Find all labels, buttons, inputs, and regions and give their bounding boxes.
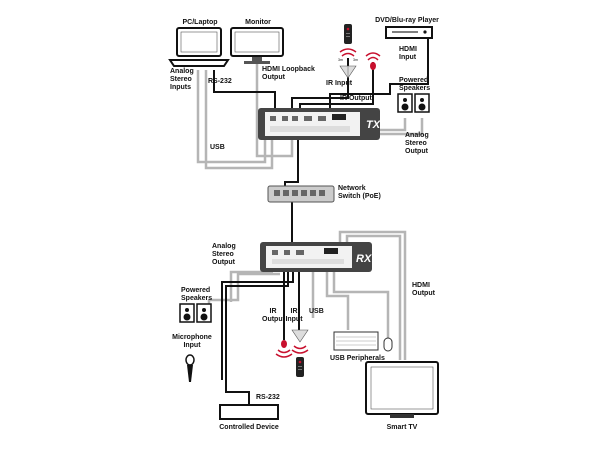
svg-text:3m: 3m — [353, 58, 358, 62]
monitor-icon — [230, 27, 284, 64]
ir-emitter-top-icon — [365, 52, 381, 70]
label-network-switch: Network Switch (PoE) — [338, 185, 381, 200]
label-hdmi-output: HDMI Output — [412, 282, 435, 297]
label-ir-input-bottom: IR Input — [285, 308, 303, 323]
label-pc-laptop: PC/Laptop — [182, 19, 218, 26]
ir-remote-top-icon — [344, 24, 352, 44]
label-smart-tv: Smart TV — [386, 424, 418, 431]
ir-remote-bottom-icon — [296, 357, 304, 377]
cable-analog-output-bottom — [229, 270, 273, 302]
label-analog-stereo-output-mid: Analog Stereo Output — [212, 243, 236, 266]
dvd-player-icon — [385, 26, 433, 39]
label-powered-speakers-top: Powered Speakers — [399, 77, 431, 92]
tx-tag: TX — [366, 119, 381, 131]
speakers-top-icon — [397, 93, 430, 113]
usb-peripherals-icon — [333, 331, 393, 352]
laptop-icon — [168, 27, 230, 67]
label-hdmi-loopback-output: HDMI Loopback Output — [262, 66, 315, 81]
black-cables — [213, 33, 429, 405]
label-usb-top: USB — [210, 144, 225, 151]
label-analog-stereo-inputs: Analog Stereo Inputs — [170, 68, 194, 91]
label-controlled-device: Controlled Device — [219, 424, 279, 431]
ir-emitter-bottom-icon — [275, 340, 293, 358]
label-rs232-top: RS-232 — [208, 78, 232, 85]
ir-receiver-top-icon — [339, 65, 357, 79]
cable-hdmi-output — [338, 230, 407, 360]
tx-unit: TX — [258, 108, 381, 140]
label-ir-output-top: IR Output — [340, 95, 372, 102]
label-usb-peripherals: USB Peripherals — [330, 355, 385, 362]
label-monitor: Monitor — [245, 19, 271, 26]
cable-network-tx — [284, 140, 299, 186]
cable-usb-top — [204, 70, 274, 170]
label-hdmi-input: HDMI Input — [399, 46, 417, 61]
cable-microphone — [221, 272, 294, 380]
ir-signal-top-icon: 3m 3m — [338, 48, 358, 62]
label-dvd-player: DVD/Blu-ray Player — [375, 17, 439, 24]
microphone-icon — [185, 354, 195, 382]
smart-tv-icon — [365, 361, 439, 418]
label-usb-bottom: USB — [309, 308, 324, 315]
cable-usb-peripherals — [325, 272, 350, 330]
label-powered-speakers-bottom: Powered Speakers — [181, 287, 213, 302]
controlled-device-icon — [219, 404, 279, 420]
cable-rs232-top — [213, 70, 276, 108]
network-switch-icon — [267, 185, 335, 203]
speakers-bottom-icon — [179, 303, 212, 323]
rx-tag: RX — [356, 253, 372, 265]
label-ir-input-top: IR Input — [326, 80, 353, 87]
label-microphone-input: Microphone Input — [172, 334, 212, 349]
label-analog-stereo-output-top: Analog Stereo Output — [405, 132, 429, 155]
label-ir-output-bottom: IR Output — [262, 308, 285, 323]
rx-unit: RX — [260, 242, 372, 272]
ir-receiver-bottom-icon — [291, 329, 309, 354]
label-rs232-bottom: RS-232 — [256, 394, 280, 401]
cable-rs232-bottom — [225, 272, 289, 405]
cable-hdmi-loopback — [255, 62, 294, 158]
svg-text:3m: 3m — [338, 58, 343, 62]
cable-ir-input-top — [299, 62, 374, 108]
